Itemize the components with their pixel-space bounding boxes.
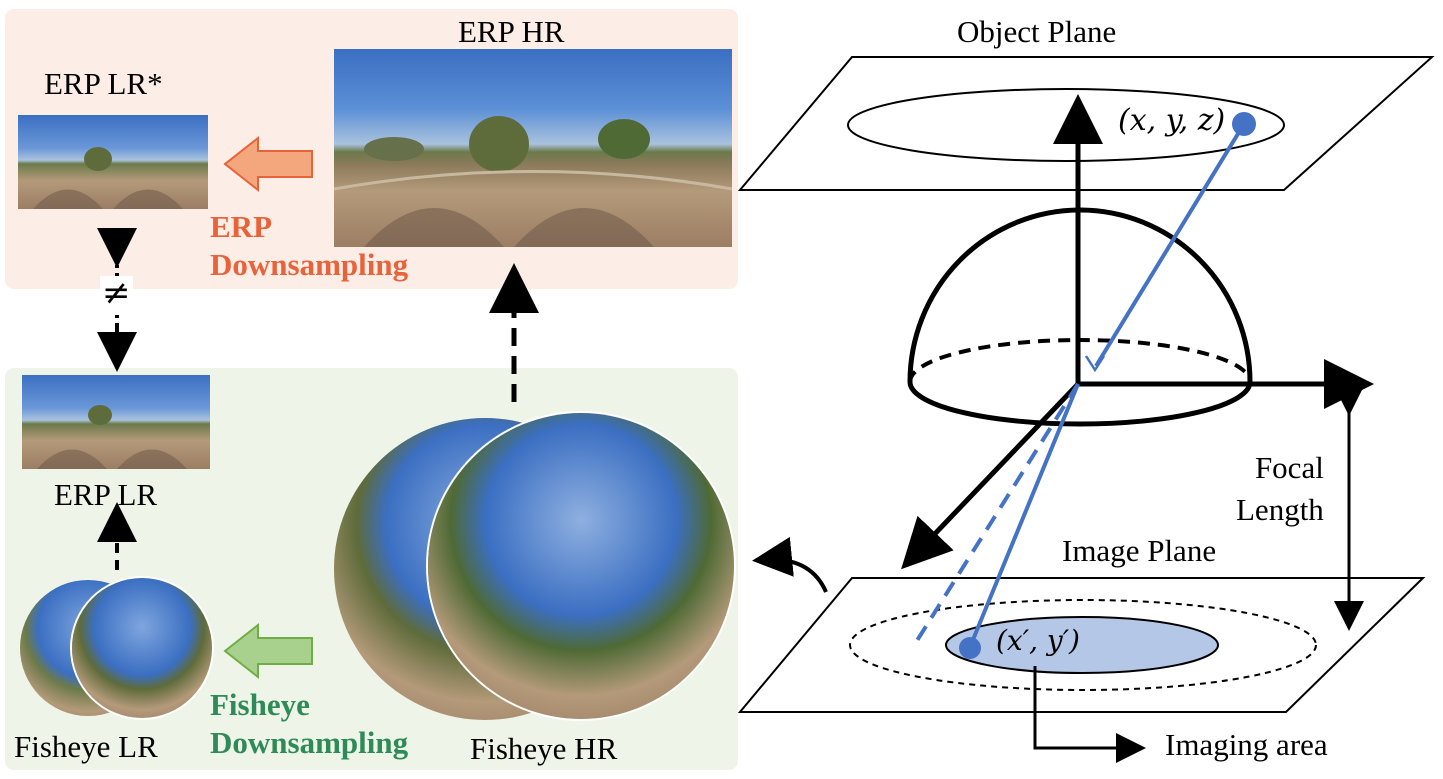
fisheye-lr-image-front — [72, 578, 212, 718]
image-plane-label: Image Plane — [1062, 533, 1217, 568]
focal-length-label: Focal Length — [1236, 447, 1324, 531]
fisheye-hr-label: Fisheye HR — [470, 731, 618, 766]
erp-lr-star-image — [18, 115, 208, 209]
imaging-area-pointer — [1033, 666, 1146, 763]
erp-downsampling-arrow — [223, 135, 313, 193]
fisheye-lr-label: Fisheye LR — [14, 729, 158, 764]
object-plane — [737, 56, 1435, 191]
hemisphere-base-front — [907, 381, 1253, 427]
imaging-area-ellipse — [945, 616, 1219, 674]
imaging-area-label: Imaging area — [1165, 727, 1328, 762]
fisheye-downsampling-arrow — [223, 622, 313, 680]
object-plane-ellipse — [847, 88, 1285, 162]
image-plane-dashed-ellipse — [849, 599, 1317, 691]
curved-arrow — [752, 536, 828, 593]
not-equal-symbol: ≠ — [100, 273, 133, 313]
erp-lr-star-label: ERP LR* — [44, 66, 163, 101]
fisheye-downsampling-label: Fisheye Downsampling — [210, 687, 409, 760]
incoming-ray-arrowhead — [1084, 355, 1106, 373]
image-point — [959, 637, 981, 659]
erp-lr-image — [22, 375, 210, 469]
image-plane — [737, 577, 1426, 713]
fisheye-hr-image-front — [428, 413, 734, 719]
object-point — [1232, 112, 1256, 136]
erp-hr-label: ERP HR — [458, 14, 565, 49]
y-axis — [901, 382, 1080, 570]
erp-hr-image — [334, 49, 732, 247]
incoming-ray — [1094, 122, 1246, 368]
object-point-label: (x, y, z) — [1118, 103, 1226, 138]
erp-downsampling-label: ERP Downsampling — [210, 209, 409, 282]
object-plane-label: Object Plane — [957, 14, 1117, 49]
image-point-label: (x′, y′) — [996, 624, 1080, 657]
refracted-ray — [968, 383, 1080, 648]
